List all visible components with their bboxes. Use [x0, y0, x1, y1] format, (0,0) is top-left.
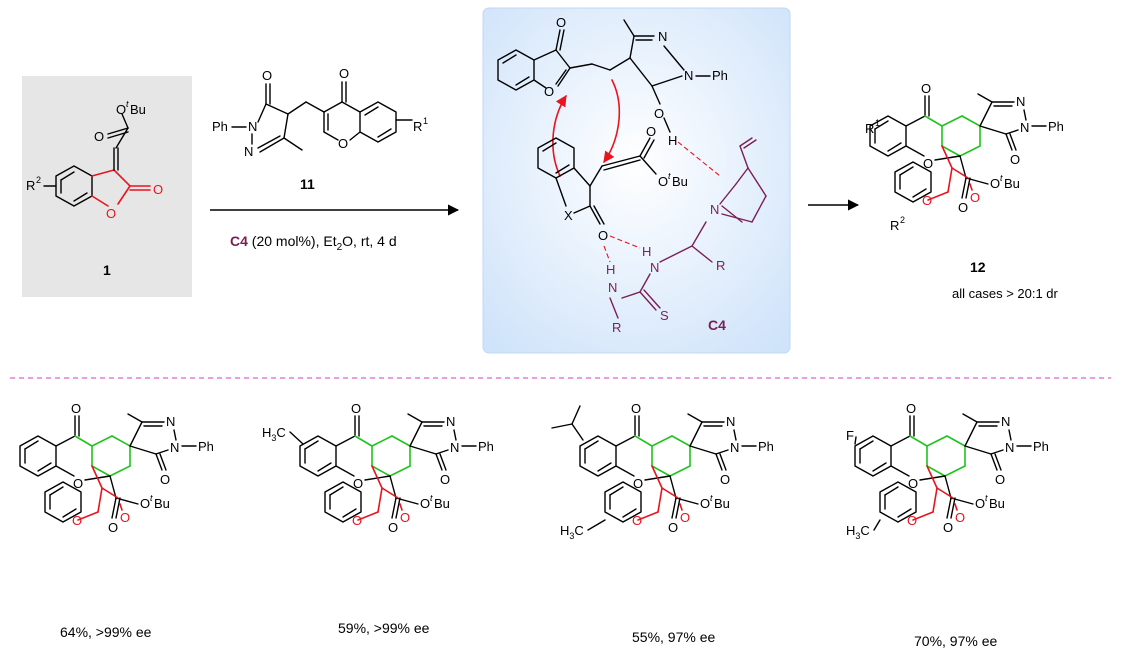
- otbu-t: t: [126, 99, 129, 109]
- example-4-structure: [854, 400, 1050, 536]
- catalyst-label: C4: [230, 233, 248, 249]
- example-1-result: 64%, >99% ee: [60, 624, 152, 640]
- conditions-tail: O, rt, 4 d: [342, 233, 396, 249]
- transition-state-structure: O O N N Ph O H O: [497, 15, 767, 335]
- atom-r: R: [716, 258, 725, 273]
- atom-ph: Ph: [712, 68, 728, 83]
- atom-o: O: [598, 228, 608, 243]
- reaction-conditions: C4 (20 mol%), Et2O, rt, 4 d: [230, 233, 397, 253]
- atom-o: O: [262, 68, 272, 83]
- atom-n: N: [684, 68, 693, 83]
- ex4-f: F: [846, 428, 854, 443]
- r2-label: R: [26, 178, 35, 193]
- r2-sup: 2: [36, 175, 41, 185]
- atom-o: O: [106, 206, 116, 221]
- atom-n: N: [658, 29, 667, 44]
- atom-h: H: [606, 262, 615, 277]
- atom-n: N: [608, 280, 617, 295]
- otbu-bu: Bu: [672, 174, 688, 189]
- compound-1-label: 1: [103, 262, 111, 278]
- otbu-o: O: [658, 174, 668, 189]
- atom-n: N: [650, 260, 659, 275]
- otbu-bu: Bu: [130, 102, 146, 117]
- ex4-h3c: H3C: [846, 523, 870, 541]
- product-note: all cases > 20:1 dr: [952, 286, 1059, 301]
- atom-n: N: [248, 119, 257, 134]
- atom-h: H: [668, 133, 677, 148]
- atom-ph: Ph: [212, 119, 228, 134]
- product-r1: R: [865, 121, 874, 136]
- atom-n: N: [710, 202, 719, 217]
- compound-1-structure: O O O O t Bu R 2: [26, 99, 163, 221]
- transition-state-box: [482, 7, 791, 354]
- atom-o: O: [338, 136, 348, 151]
- compound-11-structure: Ph N O N O O R 1: [212, 66, 428, 159]
- compound-11-label: 11: [300, 176, 315, 192]
- example-3-structure: [579, 400, 775, 536]
- example-2-result: 59%, >99% ee: [338, 620, 430, 636]
- atom-o: O: [544, 84, 554, 99]
- atom-o: O: [556, 15, 566, 30]
- atom-o: O: [654, 106, 664, 121]
- example-2-structure: [299, 400, 495, 536]
- otbu-o: O: [116, 102, 126, 117]
- product-r2-sup: 2: [900, 215, 905, 225]
- product-r1-sup: 1: [875, 118, 880, 128]
- atom-s: S: [660, 308, 669, 323]
- atom-x: X: [564, 208, 573, 223]
- conditions-subscript: 2: [337, 242, 343, 253]
- ex3-h3c: H3C: [560, 523, 584, 541]
- atom-h: H: [642, 244, 651, 259]
- example-1-structure: [19, 400, 215, 536]
- conditions-text: (20 mol%), Et: [248, 233, 337, 249]
- example-3-result: 55%, 97% ee: [632, 629, 715, 645]
- r1-label: R: [413, 119, 422, 134]
- atom-o: O: [94, 129, 104, 144]
- atom-n: N: [244, 144, 253, 159]
- atom-o: O: [153, 182, 163, 197]
- product-r2: R: [890, 218, 899, 233]
- r1-sup: 1: [423, 116, 428, 126]
- atom-o: O: [646, 124, 656, 139]
- catalyst-label-ts: C4: [708, 317, 726, 333]
- ex2-h3c: H3C: [262, 425, 286, 443]
- example-4-result: 70%, 97% ee: [914, 633, 997, 649]
- product-12-structure: [869, 80, 1065, 216]
- atom-r: R: [612, 320, 621, 335]
- product-12-label: 12: [970, 259, 986, 275]
- otbu-t: t: [668, 171, 671, 181]
- atom-o: O: [339, 66, 349, 81]
